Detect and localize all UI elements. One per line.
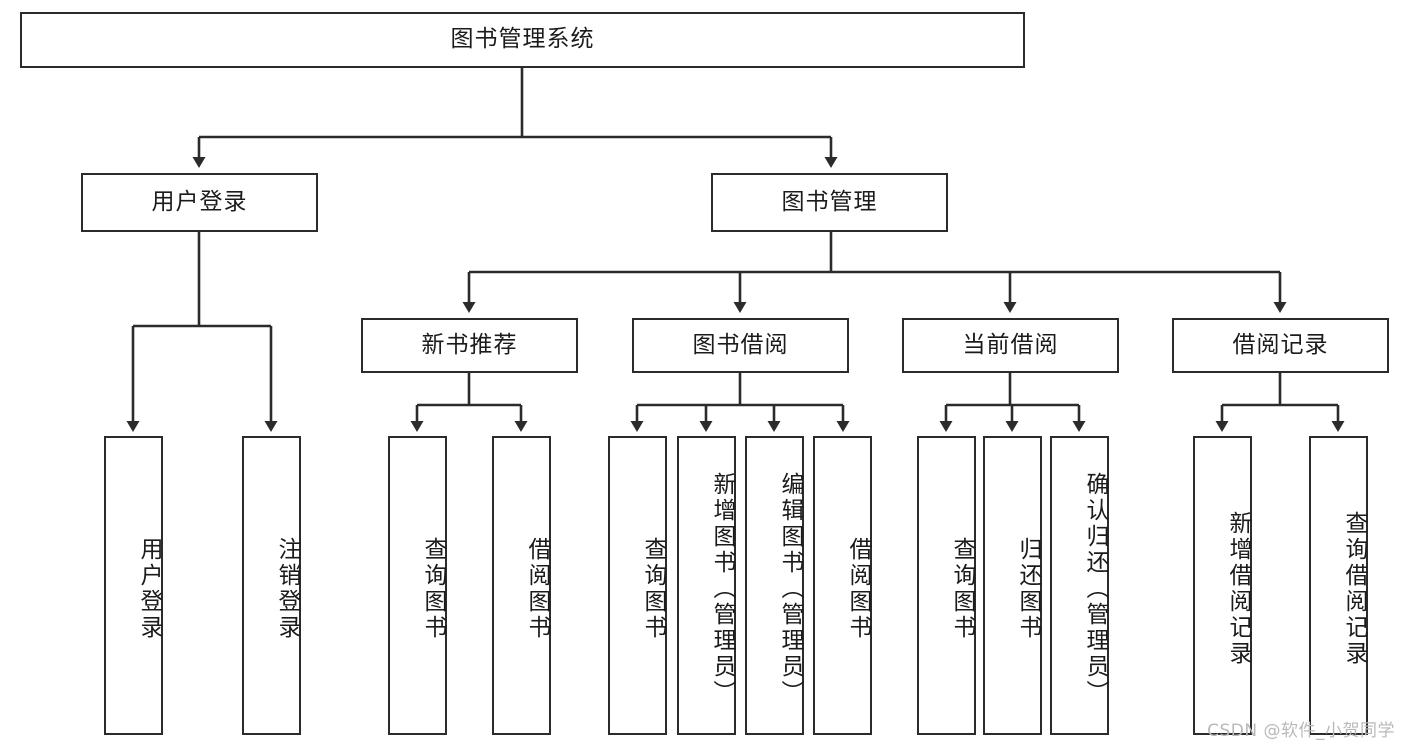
node-leaf-borrow-book-recommend-label: 借阅图书 — [524, 536, 550, 641]
node-user-login-label: 用户登录 — [151, 188, 248, 215]
node-leaf-query-borrow-record[interactable]: 查询借阅记录 — [1309, 436, 1368, 735]
node-leaf-return-book-label: 归还图书 — [1015, 536, 1041, 641]
node-leaf-user-login[interactable]: 用户登录 — [104, 436, 163, 735]
node-leaf-borrow-book-recommend[interactable]: 借阅图书 — [492, 436, 551, 735]
node-user-login[interactable]: 用户登录 — [81, 173, 318, 232]
node-leaf-return-book[interactable]: 归还图书 — [983, 436, 1042, 735]
node-leaf-add-book-admin-label: 新增图书（管理员） — [709, 471, 735, 706]
node-leaf-add-borrow-record[interactable]: 新增借阅记录 — [1193, 436, 1252, 735]
node-leaf-user-logout[interactable]: 注销登录 — [242, 436, 301, 735]
node-book-borrow[interactable]: 图书借阅 — [632, 318, 849, 373]
node-leaf-query-borrow-record-label: 查询借阅记录 — [1341, 510, 1367, 667]
node-new-book-recommend-label: 新书推荐 — [421, 331, 518, 358]
node-current-borrow[interactable]: 当前借阅 — [902, 318, 1119, 373]
node-borrow-records-label: 借阅记录 — [1232, 331, 1329, 358]
node-book-management[interactable]: 图书管理 — [711, 173, 948, 232]
node-leaf-query-book-current[interactable]: 查询图书 — [917, 436, 976, 735]
node-leaf-edit-book-admin-label: 编辑图书（管理员） — [777, 471, 803, 706]
node-leaf-query-book-label: 查询图书 — [640, 536, 666, 641]
node-leaf-borrow-book[interactable]: 借阅图书 — [813, 436, 872, 735]
node-leaf-query-book[interactable]: 查询图书 — [608, 436, 667, 735]
node-borrow-records[interactable]: 借阅记录 — [1172, 318, 1389, 373]
node-leaf-user-logout-label: 注销登录 — [274, 536, 300, 641]
node-root[interactable]: 图书管理系统 — [20, 12, 1025, 68]
node-leaf-confirm-return-admin-label: 确认归还（管理员） — [1082, 471, 1108, 706]
node-current-borrow-label: 当前借阅 — [962, 331, 1059, 358]
watermark-text: CSDN @软件_小贺同学 — [1207, 721, 1395, 741]
node-leaf-query-book-current-label: 查询图书 — [949, 536, 975, 641]
node-leaf-add-book-admin[interactable]: 新增图书（管理员） — [677, 436, 736, 735]
node-book-borrow-label: 图书借阅 — [692, 331, 789, 358]
node-leaf-confirm-return-admin[interactable]: 确认归还（管理员） — [1050, 436, 1109, 735]
node-root-label: 图书管理系统 — [450, 26, 595, 53]
node-leaf-query-book-recommend[interactable]: 查询图书 — [388, 436, 447, 735]
node-leaf-user-login-label: 用户登录 — [136, 536, 162, 641]
node-leaf-edit-book-admin[interactable]: 编辑图书（管理员） — [745, 436, 804, 735]
node-leaf-add-borrow-record-label: 新增借阅记录 — [1225, 510, 1251, 667]
node-leaf-query-book-recommend-label: 查询图书 — [420, 536, 446, 641]
node-new-book-recommend[interactable]: 新书推荐 — [361, 318, 578, 373]
node-leaf-borrow-book-label: 借阅图书 — [845, 536, 871, 641]
node-book-management-label: 图书管理 — [781, 188, 878, 215]
